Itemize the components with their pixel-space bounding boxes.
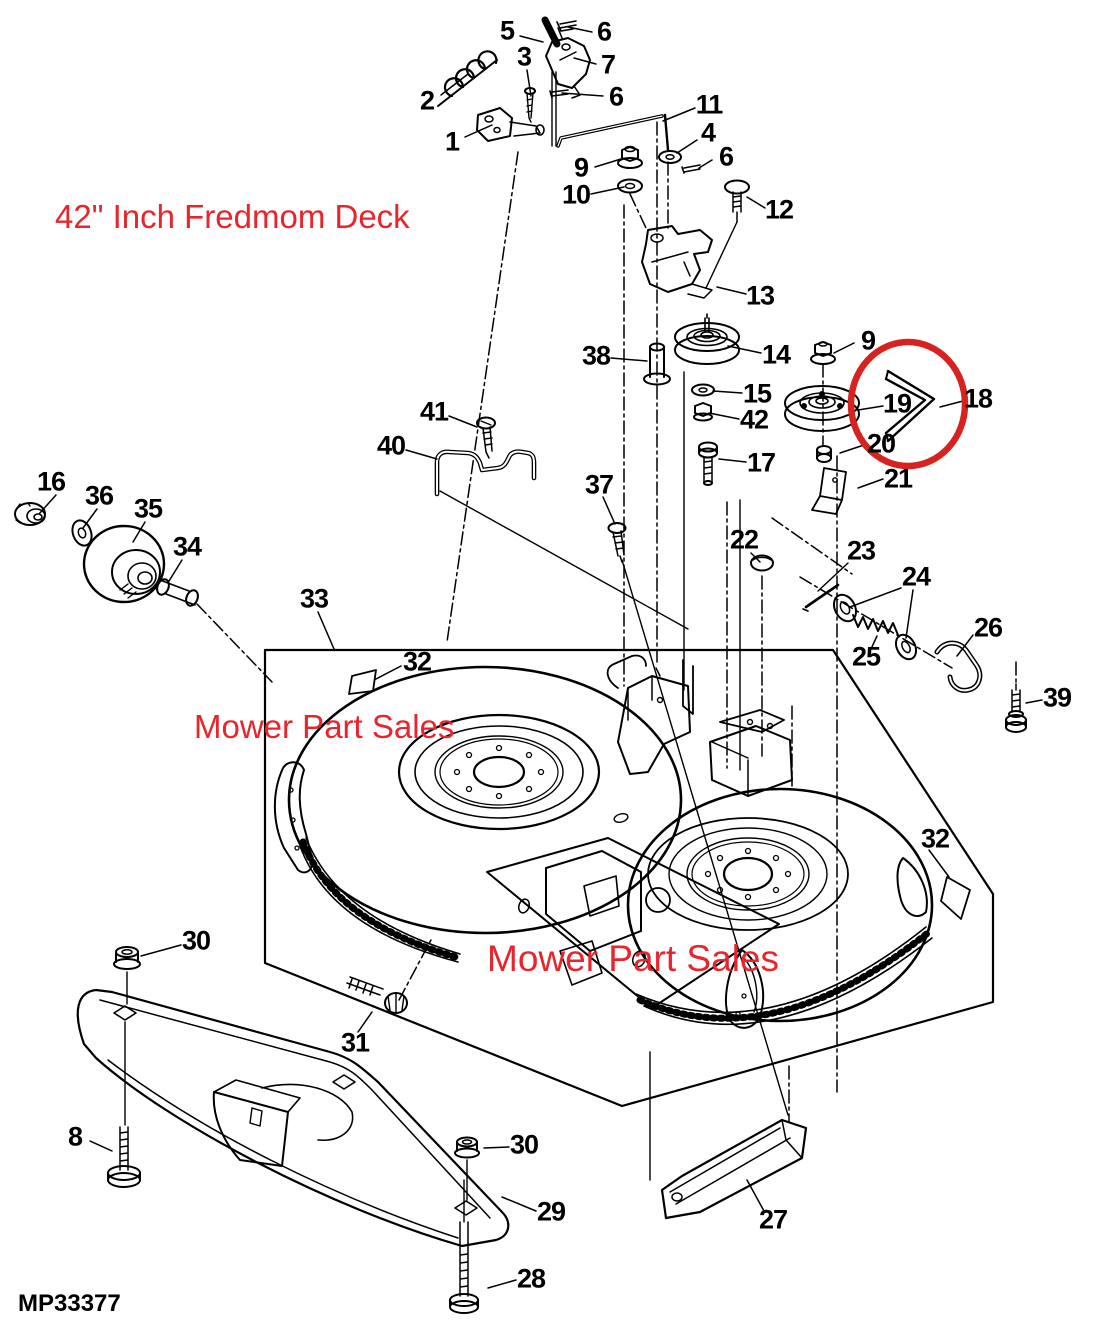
thin-construction-lines: [124, 71, 789, 1223]
diagram-title: 42" Inch Fredmom Deck: [55, 198, 410, 235]
watermark-text: Mower Part Sales: [487, 938, 779, 979]
centerlines: [398, 121, 1017, 1123]
top-linkage-parts: [437, 16, 750, 299]
gauge-wheel-parts: [14, 502, 273, 683]
tension-hardware-parts: [750, 554, 1027, 733]
idler-stack-parts: [643, 313, 936, 515]
deflector-shield: [76, 988, 510, 1248]
deck-shell: [263, 648, 995, 1108]
highlight-circle: [847, 338, 969, 470]
mid-hardware-parts: [434, 416, 627, 563]
part-code: MP33377: [18, 1290, 121, 1317]
bottom-hardware-parts: [107, 946, 808, 1314]
leader-lines: [38, 26, 1043, 1289]
watermark-text: Mower Part Sales: [194, 708, 455, 745]
